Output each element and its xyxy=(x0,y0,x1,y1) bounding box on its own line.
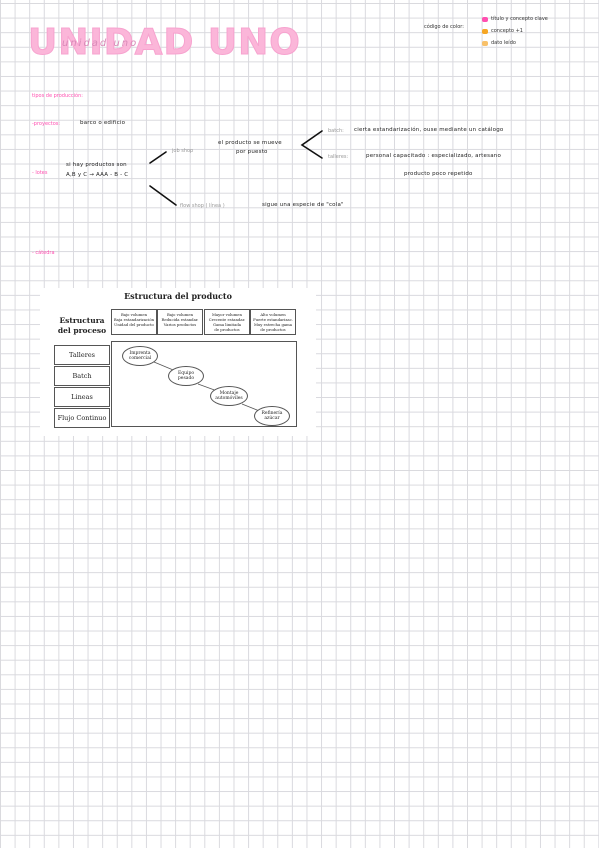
col4-line3: Muy estrecha gama xyxy=(253,322,293,327)
oval-equipo-line2: pesado xyxy=(177,376,195,381)
oval-refineria-line1: Refinería xyxy=(261,411,283,416)
legend-item-2: concepto +1 xyxy=(491,28,523,34)
arrow-to-flow-shop xyxy=(149,185,177,206)
legend-title: código de color: xyxy=(424,24,464,30)
figure-column-1: Bajo volumen Baja estandarización Unidad… xyxy=(111,309,157,335)
oval-imprenta-line1: Imprenta xyxy=(129,351,151,356)
batch-text: cierta estandarización, ouse mediante un… xyxy=(354,127,504,133)
figure-row-batch: Batch xyxy=(54,366,110,386)
legend-item-3: dato leído xyxy=(491,40,516,46)
talleres-label: talleres: xyxy=(328,154,349,160)
figure-row-header: Estructura del proceso xyxy=(54,316,110,336)
figure-row-header-line-1: Estructura xyxy=(59,316,105,325)
oval-equipo-line1: Equipo xyxy=(177,371,195,376)
col3-line2: Crecente estandar. xyxy=(208,317,246,322)
flow-shop-desc: sigue una especie de "cola" xyxy=(262,202,344,208)
figure-column-2: Bajo volumen Reducida estandar. Varios p… xyxy=(157,309,203,335)
catedra-label: - cátedra xyxy=(32,250,55,256)
oval-imprenta-line2: comercial xyxy=(128,356,152,361)
figure-matrix: Imprenta comercial Equipo pesado Montaje… xyxy=(111,341,297,427)
legend-swatch-pink xyxy=(482,17,488,22)
talleres-text-2: producto poco repetido xyxy=(404,171,473,177)
oval-refineria: Refinería azúcar xyxy=(254,406,290,426)
figure-row-lineas: Lineas xyxy=(54,387,110,407)
oval-refineria-line2: azúcar xyxy=(264,416,280,421)
proyectos-label: -proyectos: xyxy=(32,121,61,127)
page-title: UNIDAD UNO xyxy=(28,22,301,64)
talleres-text: personal capacitado : especializado, art… xyxy=(366,153,502,159)
process-product-matrix-figure: Estructura del producto Estructura del p… xyxy=(40,288,316,436)
job-shop-label: job shop xyxy=(172,148,194,154)
job-shop-desc-1: el producto se mueve xyxy=(218,140,282,146)
col1-line1: Bajo volumen xyxy=(120,312,148,317)
col2-line3: Varios productos xyxy=(163,322,197,327)
figure-row-header-line-2: del proceso xyxy=(57,326,107,335)
bracket-batch-talleres xyxy=(300,130,323,159)
col3-line4: de productos xyxy=(214,327,240,332)
flow-shop-label: flow shop ( línea ) xyxy=(180,203,225,209)
figure-row-talleres: Talleres xyxy=(54,345,110,365)
legend-item-1: título y concepto clave xyxy=(491,16,548,22)
page-title-script: unidad uno xyxy=(62,38,139,49)
section-heading: tipos de producción: xyxy=(32,93,83,99)
col3-line3: Gama limitada xyxy=(212,322,242,327)
legend-swatch-orange xyxy=(482,29,488,34)
col2-line2: Reducida estandar. xyxy=(161,317,199,322)
figure-row-flujo-continuo: Flujo Continuo xyxy=(54,408,110,428)
figure-column-4: Alto volumen Fuerte estandarizac. Muy es… xyxy=(250,309,296,335)
col4-line4: de productos xyxy=(260,327,286,332)
lotes-label: - lotes xyxy=(32,170,48,176)
col1-line3: Unidad del producto xyxy=(114,322,154,327)
oval-imprenta: Imprenta comercial xyxy=(122,346,158,366)
lotes-desc-1: si hay productos son xyxy=(66,162,127,168)
batch-label: batch: xyxy=(328,128,344,134)
col4-line2: Fuerte estandarizac. xyxy=(253,317,293,322)
proyectos-text: barco o edificio xyxy=(80,120,126,126)
figure-column-3: Mayor volumen Crecente estandar. Gama li… xyxy=(204,309,250,335)
oval-montaje-line1: Montaje xyxy=(219,391,239,396)
col3-line1: Mayor volumen xyxy=(212,312,242,317)
col2-line1: Bajo volumen xyxy=(166,312,194,317)
oval-montaje-line2: automóviles xyxy=(215,396,243,401)
oval-montaje: Montaje automóviles xyxy=(210,386,248,406)
arrow-to-job-shop xyxy=(149,151,167,164)
oval-equipo-pesado: Equipo pesado xyxy=(168,366,204,386)
col1-line2: Baja estandarización xyxy=(113,317,155,322)
lotes-desc-2: A,B y C → AAA - B - C xyxy=(66,172,129,178)
figure-title: Estructura del producto xyxy=(124,291,232,301)
col4-line1: Alto volumen xyxy=(260,312,286,317)
legend-swatch-yellow xyxy=(482,41,488,46)
job-shop-desc-2: por puesto xyxy=(236,149,268,155)
